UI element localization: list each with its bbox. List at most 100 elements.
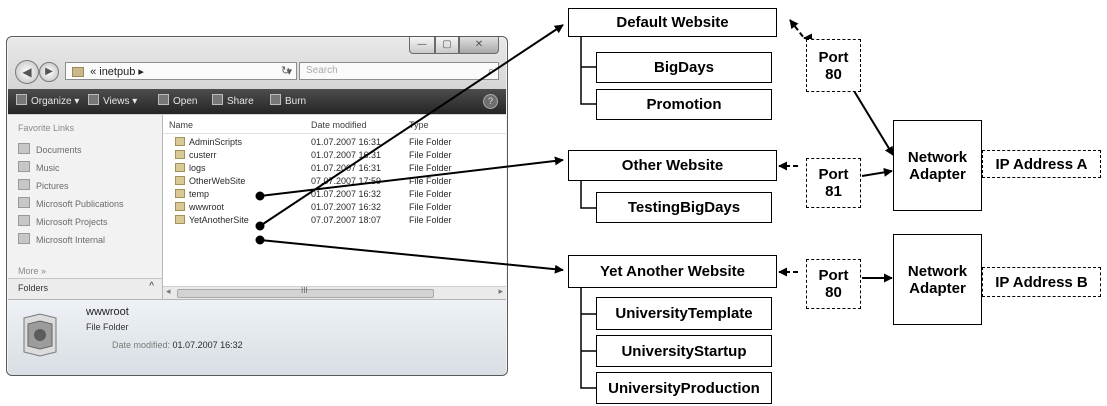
help-icon[interactable]: ? bbox=[483, 94, 498, 109]
universityproduction-app-box: UniversityProduction bbox=[596, 372, 772, 404]
collapse-chevron-icon[interactable]: ^ bbox=[149, 281, 154, 292]
refresh-icon[interactable]: ↻ bbox=[281, 65, 291, 77]
folders-label: Folders bbox=[18, 283, 49, 293]
address-chevron[interactable]: ▸ bbox=[138, 66, 144, 78]
nav-link-microsoft-publications[interactable]: Microsoft Publications bbox=[18, 197, 124, 209]
navigation-bar: ◀ ▶ « inetpub ▸ ▾ ↻ Search ⌕ bbox=[13, 58, 501, 86]
nav-link-microsoft-internal[interactable]: Microsoft Internal bbox=[18, 233, 105, 245]
favorite-links-heading: Favorite Links bbox=[18, 123, 75, 133]
column-headers: Name Date modified Type bbox=[163, 115, 506, 134]
folder-icon bbox=[175, 150, 185, 159]
folder-icon bbox=[175, 202, 185, 211]
bigdays-app-box: BigDays bbox=[596, 52, 772, 83]
organize-button[interactable]: Organize ▾ bbox=[16, 89, 79, 114]
search-icon[interactable]: ⌕ bbox=[487, 65, 494, 77]
ip-address-a-box: IP Address A bbox=[982, 150, 1101, 178]
folders-toggle[interactable]: Folders ^ bbox=[8, 278, 162, 299]
folder-icon bbox=[72, 67, 84, 78]
search-placeholder: Search bbox=[306, 65, 338, 76]
port81-to-adapter-arrow bbox=[861, 167, 893, 177]
file-row[interactable]: wwwroot 01.07.2007 16:32 File Folder bbox=[163, 202, 506, 214]
forward-button[interactable]: ▶ bbox=[39, 62, 59, 82]
scroll-left-icon[interactable]: ◂ bbox=[166, 286, 171, 296]
yetanothersite-to-yetanother-arrow bbox=[259, 239, 564, 274]
nav-link-microsoft-projects[interactable]: Microsoft Projects bbox=[18, 215, 108, 227]
organize-icon bbox=[16, 94, 27, 105]
folder-icon bbox=[175, 176, 185, 185]
column-type[interactable]: Type bbox=[409, 120, 429, 130]
file-row[interactable]: custerr 01.07.2007 16:31 File Folder bbox=[163, 150, 506, 162]
testingbigdays-app-box: TestingBigDays bbox=[596, 192, 772, 223]
default-website-box: Default Website bbox=[568, 8, 777, 37]
views-button[interactable]: Views ▾ bbox=[88, 89, 137, 114]
nav-link-documents[interactable]: Documents bbox=[18, 143, 82, 155]
promotion-app-box: Promotion bbox=[596, 89, 772, 120]
yet-another-website-box: Yet Another Website bbox=[568, 255, 777, 288]
close-button[interactable]: ✕ bbox=[459, 37, 499, 54]
selected-item-date: Date modified: 01.07.2007 16:32 bbox=[112, 340, 243, 350]
pictures-icon bbox=[18, 179, 30, 190]
command-bar: Organize ▾ Views ▾ Open Share Burn ? bbox=[8, 89, 506, 114]
folder-icon bbox=[175, 189, 185, 198]
file-row[interactable]: OtherWebSite 07.07.2007 17:59 File Folde… bbox=[163, 176, 506, 188]
folder-icon bbox=[18, 197, 30, 208]
burn-icon bbox=[270, 94, 281, 105]
address-location[interactable]: inetpub bbox=[99, 66, 136, 78]
port80-to-adapter-arrow bbox=[847, 80, 894, 156]
folder-icon bbox=[18, 215, 30, 226]
burn-button[interactable]: Burn bbox=[270, 89, 306, 114]
scroll-grip: III bbox=[301, 286, 308, 295]
universitystartup-app-box: UniversityStartup bbox=[596, 335, 772, 367]
address-bar[interactable]: « inetpub ▸ ▾ bbox=[65, 62, 297, 80]
file-row[interactable]: AdminScripts 01.07.2007 16:31 File Folde… bbox=[163, 137, 506, 149]
folder-icon bbox=[18, 233, 30, 244]
universitytemplate-app-box: UniversityTemplate bbox=[596, 297, 772, 330]
nav-link-music[interactable]: Music bbox=[18, 161, 60, 173]
share-icon bbox=[212, 94, 223, 105]
scroll-thumb[interactable] bbox=[177, 289, 434, 298]
wwwroot-to-default-arrow bbox=[259, 24, 564, 227]
otherwebsite-to-other-arrow bbox=[259, 156, 564, 197]
default-website-tree bbox=[580, 36, 596, 105]
details-pane: wwwroot File Folder Date modified: 01.07… bbox=[8, 299, 506, 375]
scroll-right-icon[interactable]: ▸ bbox=[498, 286, 503, 296]
other-website-box: Other Website bbox=[568, 150, 777, 181]
minimize-button[interactable]: — bbox=[409, 37, 435, 54]
selected-item-name: wwwroot bbox=[86, 306, 129, 318]
share-button[interactable]: Share bbox=[212, 89, 254, 114]
window-controls: — ▢ ✕ bbox=[409, 37, 499, 54]
folder-icon bbox=[175, 163, 185, 172]
file-list: Name Date modified Type AdminScripts 01.… bbox=[163, 115, 506, 298]
open-button[interactable]: Open bbox=[158, 89, 197, 114]
search-input[interactable]: Search ⌕ bbox=[299, 62, 499, 80]
back-button[interactable]: ◀ bbox=[15, 60, 39, 84]
maximize-button[interactable]: ▢ bbox=[435, 37, 459, 54]
address-prefix: « bbox=[90, 66, 97, 78]
music-icon bbox=[18, 161, 30, 172]
open-icon bbox=[158, 94, 169, 105]
port80-to-default-arrow-shaft bbox=[789, 19, 805, 39]
more-link[interactable]: More » bbox=[18, 266, 47, 276]
documents-icon bbox=[18, 143, 30, 154]
yet-another-website-tree bbox=[580, 288, 596, 389]
nav-link-pictures[interactable]: Pictures bbox=[18, 179, 69, 191]
dropdown-arrow-icon[interactable]: ▾ bbox=[286, 66, 292, 78]
file-row[interactable]: temp 01.07.2007 16:32 File Folder bbox=[163, 189, 506, 201]
folder-icon bbox=[175, 215, 185, 224]
folder-large-icon bbox=[23, 313, 57, 357]
column-date-modified[interactable]: Date modified bbox=[311, 120, 367, 130]
horizontal-scrollbar[interactable]: ◂ III ▸ bbox=[163, 286, 506, 299]
selected-item-type: File Folder bbox=[86, 322, 129, 332]
folder-icon bbox=[175, 137, 185, 146]
ip-address-b-box: IP Address B bbox=[982, 267, 1101, 297]
file-row[interactable]: YetAnotherSite 07.07.2007 18:07 File Fol… bbox=[163, 215, 506, 227]
explorer-window: — ▢ ✕ ◀ ▶ « inetpub ▸ ▾ ↻ Search ⌕ Organ… bbox=[6, 36, 508, 376]
column-name[interactable]: Name bbox=[169, 120, 194, 130]
navigation-pane: Favorite Links Documents Music Pictures … bbox=[8, 115, 163, 306]
